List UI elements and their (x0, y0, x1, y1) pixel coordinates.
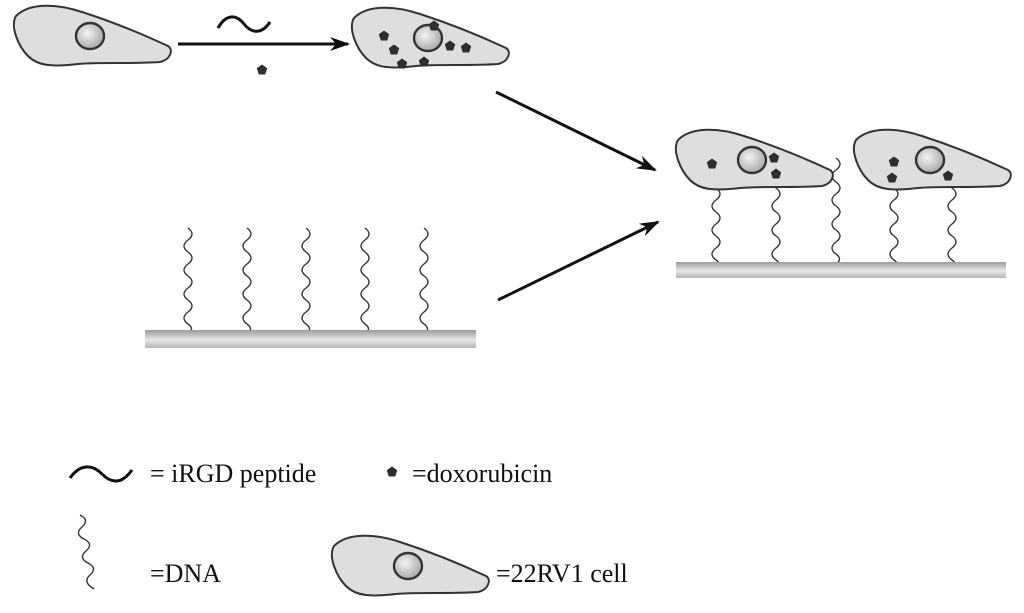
arrow-cells-to-result (495, 90, 657, 172)
doxorubicin-icon (386, 466, 398, 477)
dna-strand-icon (301, 227, 311, 335)
cell-untreated (12, 4, 173, 67)
substrate-bar (145, 330, 476, 348)
captured-cells-assembly (674, 128, 1013, 278)
legend-drug-label: =doxorubicin (412, 459, 552, 488)
dna-strand-icon (360, 227, 370, 335)
cell-icon (852, 128, 1013, 191)
cell-drug-loaded (350, 6, 511, 69)
cell-icon (12, 4, 173, 67)
peptide-wave-icon (216, 15, 272, 33)
doxorubicin-icon (256, 64, 268, 75)
peptide-wave-icon (68, 465, 134, 483)
captured-cell-1 (674, 128, 835, 191)
legend-cell-label: =22RV1 cell (496, 559, 628, 588)
legend-peptide-label: = iRGD peptide (150, 459, 316, 488)
dna-strand-icon (419, 227, 429, 335)
dna-strand-icon (242, 227, 252, 335)
legend-cell-symbol (330, 534, 491, 597)
cell-icon (674, 128, 835, 191)
arrow-substrate-to-result (497, 220, 660, 302)
cell-icon (330, 534, 491, 597)
captured-cell-2 (852, 128, 1013, 191)
dna-strand-icon (77, 514, 95, 590)
dna-strand-icon (183, 227, 193, 335)
legend-dna-label: =DNA (150, 559, 221, 588)
substrate-bar (676, 262, 1006, 278)
dna-substrate (145, 227, 476, 348)
cell-icon (350, 6, 511, 69)
legend: = iRGD peptide =doxorubicin =DNA =22RV1 … (68, 459, 628, 597)
